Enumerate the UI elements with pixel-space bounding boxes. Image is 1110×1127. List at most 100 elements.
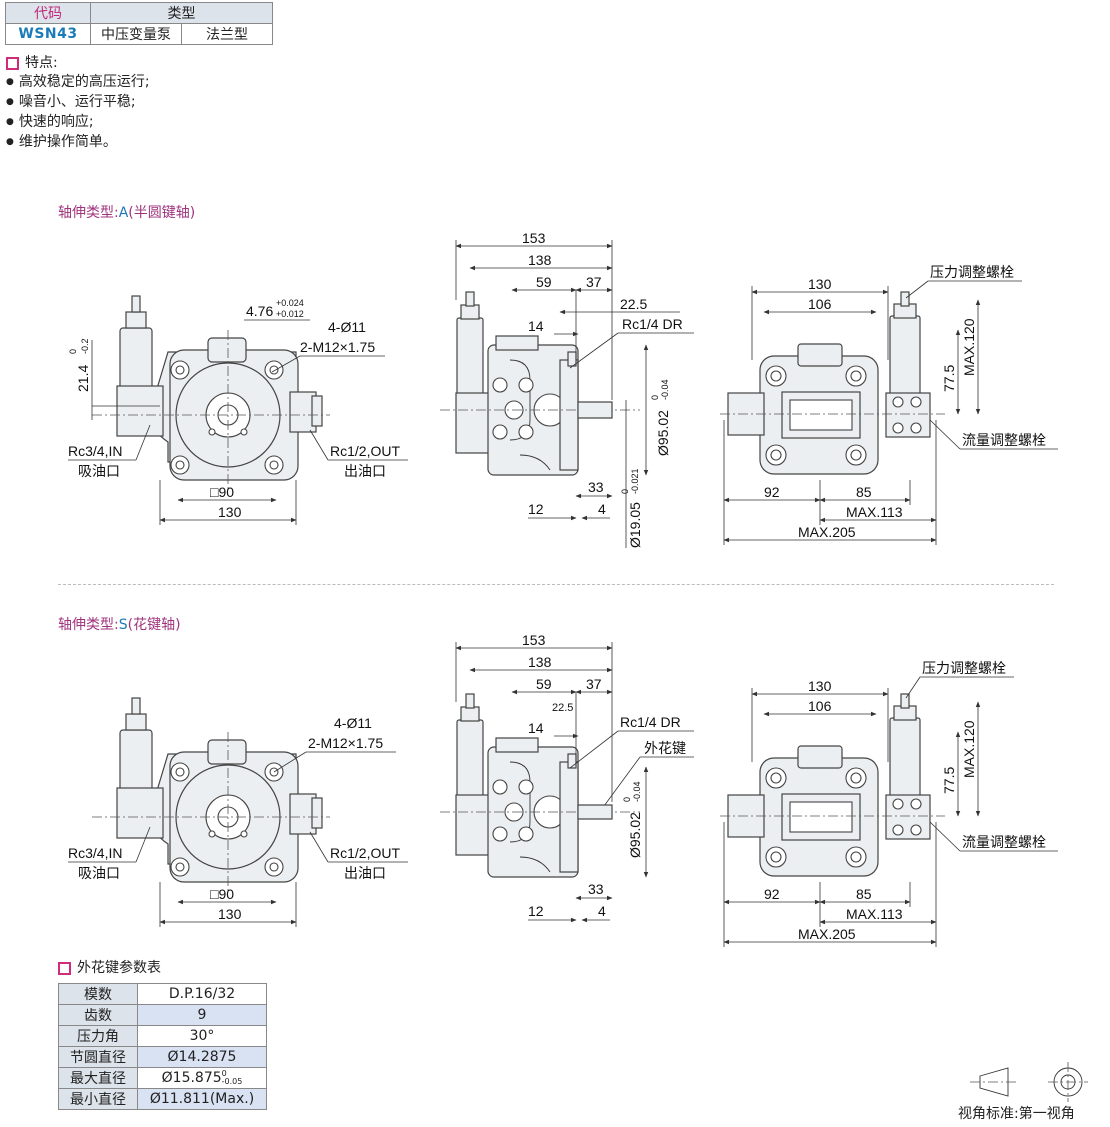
front-view-a (91, 295, 331, 491)
svg-text:Rc1/4 DR: Rc1/4 DR (620, 714, 681, 730)
table-row: 最大直径 Ø15.8750-0.05 (58, 1067, 267, 1089)
svg-text:22.5: 22.5 (552, 702, 573, 714)
feature-item: 高效稳定的高压运行; (6, 72, 150, 92)
svg-text:MAX.113: MAX.113 (846, 906, 903, 922)
spline-shaft-s (577, 804, 613, 820)
svg-text:MAX.205: MAX.205 (798, 524, 856, 540)
dim-key-tol: 4.76 (246, 303, 273, 319)
svg-text:MAX.113: MAX.113 (846, 504, 903, 520)
shaft-a (577, 401, 613, 419)
square-marker-icon (58, 961, 71, 975)
spline-table-title: 外花键参数表 (58, 957, 161, 977)
svg-text:出油口: 出油口 (344, 865, 386, 881)
shaft-type-s-label: 轴伸类型:S(花键轴) (58, 617, 181, 633)
svg-text:4-Ø11: 4-Ø11 (334, 715, 372, 731)
thread-label: 2-M12×1.75 (300, 339, 375, 355)
pressure-bolt-label: 压力调整螺栓 (930, 264, 1014, 280)
svg-text:2-M12×1.75: 2-M12×1.75 (308, 735, 383, 751)
svg-text:37: 37 (586, 676, 602, 692)
front-view-s (91, 697, 331, 893)
svg-text:59: 59 (536, 274, 552, 290)
svg-text:Ø19.05: Ø19.05 (627, 502, 643, 548)
back-view-a (719, 291, 946, 475)
inlet-label: Rc3/4,IN (68, 443, 122, 459)
svg-text:14: 14 (528, 720, 544, 736)
svg-text:+0.012: +0.012 (276, 309, 304, 319)
svg-text:85: 85 (856, 886, 872, 902)
svg-text:□90: □90 (210, 886, 234, 902)
svg-text:130: 130 (808, 276, 832, 292)
back-view-s (719, 693, 946, 877)
svg-text:153: 153 (522, 230, 546, 246)
type-value-1: 中压变量泵 (90, 23, 182, 45)
svg-text:压力调整螺栓: 压力调整螺栓 (922, 660, 1006, 676)
svg-text:0: 0 (650, 395, 660, 400)
svg-text:4: 4 (598, 903, 606, 919)
svg-text:0: 0 (68, 349, 78, 354)
svg-text:138: 138 (528, 654, 552, 670)
outlet-label: Rc1/2,OUT (330, 443, 400, 459)
svg-text:吸油口: 吸油口 (78, 865, 120, 881)
feature-item: 噪音小、运行平稳; (6, 92, 150, 112)
dim-height: 21.4 (75, 365, 91, 392)
svg-text:92: 92 (764, 886, 780, 902)
svg-text:MAX.120: MAX.120 (961, 720, 977, 778)
spline-label: 外花键 (644, 740, 686, 756)
flow-bolt-label: 流量调整螺栓 (962, 432, 1046, 448)
svg-text:4: 4 (598, 501, 606, 517)
view-standard-label: 视角标准:第一视角 (958, 1106, 1075, 1122)
svg-text:MAX.205: MAX.205 (798, 926, 856, 942)
feature-item: 快速的响应; (6, 112, 150, 132)
svg-text:153: 153 (522, 632, 546, 648)
svg-text:138: 138 (528, 252, 552, 268)
type-header: 类型 (90, 2, 273, 24)
svg-text:+0.024: +0.024 (276, 298, 304, 308)
svg-text:0: 0 (620, 489, 630, 494)
svg-text:33: 33 (588, 881, 604, 897)
dim-width: 130 (218, 504, 242, 520)
dim-square: □90 (210, 484, 234, 500)
svg-text:12: 12 (528, 903, 544, 919)
code-header: 代码 (5, 2, 91, 24)
code-value: WSN43 (5, 23, 91, 45)
svg-text:0: 0 (622, 797, 632, 802)
features-list: 高效稳定的高压运行; 噪音小、运行平稳; 快速的响应; 维护操作简单。 (6, 72, 150, 152)
drain-label: Rc1/4 DR (622, 316, 683, 332)
svg-text:37: 37 (586, 274, 602, 290)
outlet-cn-label: 出油口 (344, 463, 386, 479)
svg-text:130: 130 (218, 906, 242, 922)
svg-text:14: 14 (528, 318, 544, 334)
square-marker-icon (6, 56, 19, 70)
svg-text:-0.2: -0.2 (80, 338, 90, 354)
svg-text:77.5: 77.5 (941, 767, 957, 794)
svg-text:Rc3/4,IN: Rc3/4,IN (68, 845, 122, 861)
inlet-cn-label: 吸油口 (78, 463, 120, 479)
features-title: 特点: (6, 52, 58, 72)
svg-text:Ø95.02: Ø95.02 (655, 410, 671, 456)
svg-text:85: 85 (856, 484, 872, 500)
feature-item: 维护操作简单。 (6, 132, 150, 152)
type-table: 代码 类型 WSN43 中压变量泵 法兰型 (5, 2, 273, 45)
svg-text:流量调整螺栓: 流量调整螺栓 (962, 834, 1046, 850)
svg-text:106: 106 (808, 698, 832, 714)
section-divider (58, 584, 1054, 585)
svg-text:12: 12 (528, 501, 544, 517)
svg-text:77.5: 77.5 (941, 365, 957, 392)
svg-text:MAX.120: MAX.120 (961, 318, 977, 376)
svg-text:92: 92 (764, 484, 780, 500)
svg-text:33: 33 (588, 479, 604, 495)
svg-text:106: 106 (808, 296, 832, 312)
svg-text:Rc1/2,OUT: Rc1/2,OUT (330, 845, 400, 861)
holes-label: 4-Ø11 (328, 319, 366, 335)
svg-text:130: 130 (808, 678, 832, 694)
first-angle-projection-icon (970, 1062, 1088, 1102)
svg-text:-0.021: -0.021 (630, 468, 640, 494)
svg-text:22.5: 22.5 (620, 296, 647, 312)
